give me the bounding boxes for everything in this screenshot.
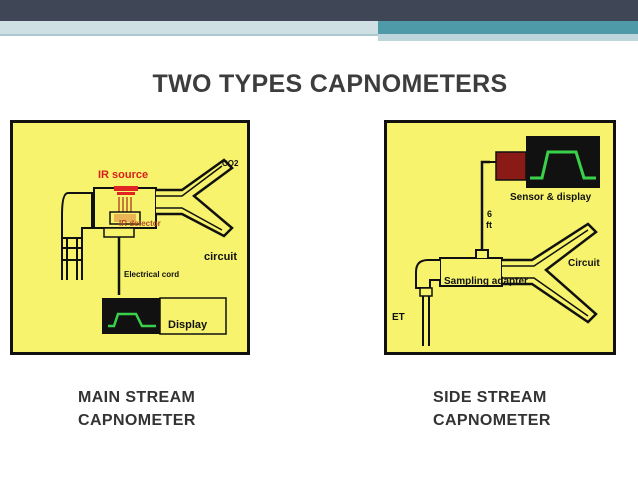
label-length-value: 6 [487,209,492,219]
side-circuit-y-piece [502,222,598,324]
main-stream-diagram: IR source IR detector CO2 circuit Electr… [10,120,250,355]
display-screen [102,298,160,334]
sensor-display-screen [526,136,600,188]
sampling-line [480,160,490,270]
side-stream-caption: SIDE STREAM CAPNOMETER [433,386,551,432]
label-electrical-cord: Electrical cord [124,270,179,279]
main-stream-caption: MAIN STREAM CAPNOMETER [78,386,196,432]
label-co2: CO2 [222,159,239,168]
label-circuit: circuit [204,251,237,263]
header-bar [0,0,638,21]
circuit-y-piece [156,158,234,238]
label-sampling-adapter: Sampling adapter [444,276,528,287]
label-display: Display [168,319,208,331]
label-side-circuit: Circuit [568,258,600,269]
label-et: ET [392,312,405,323]
label-length-unit: ft [486,220,492,230]
main-stream-caption-line2: CAPNOMETER [78,412,196,429]
elbow-pipe-rings [62,247,82,261]
display-waveform [108,312,156,328]
label-ir-source: IR source [98,169,148,181]
side-stream-caption-line1: SIDE STREAM [433,389,547,406]
label-sensor-display: Sensor & display [510,192,592,203]
side-stream-diagram: Sensor & display 6 ft Circuit Sampling a… [384,120,616,355]
accent-line-highlight [378,34,638,41]
ir-source-block [114,186,138,191]
side-stream-caption-line2: CAPNOMETER [433,412,551,429]
label-ir-detector: IR detector [119,219,161,228]
slide-title: TWO TYPES CAPNOMETERS [152,70,508,98]
elbow-connector [61,192,93,239]
accent-line [0,34,638,36]
sensor-unit [495,151,527,181]
sensor-waveform [530,150,596,180]
accent-bar-highlight [378,21,638,34]
main-stream-caption-line1: MAIN STREAM [78,389,196,406]
et-tube [422,296,430,346]
